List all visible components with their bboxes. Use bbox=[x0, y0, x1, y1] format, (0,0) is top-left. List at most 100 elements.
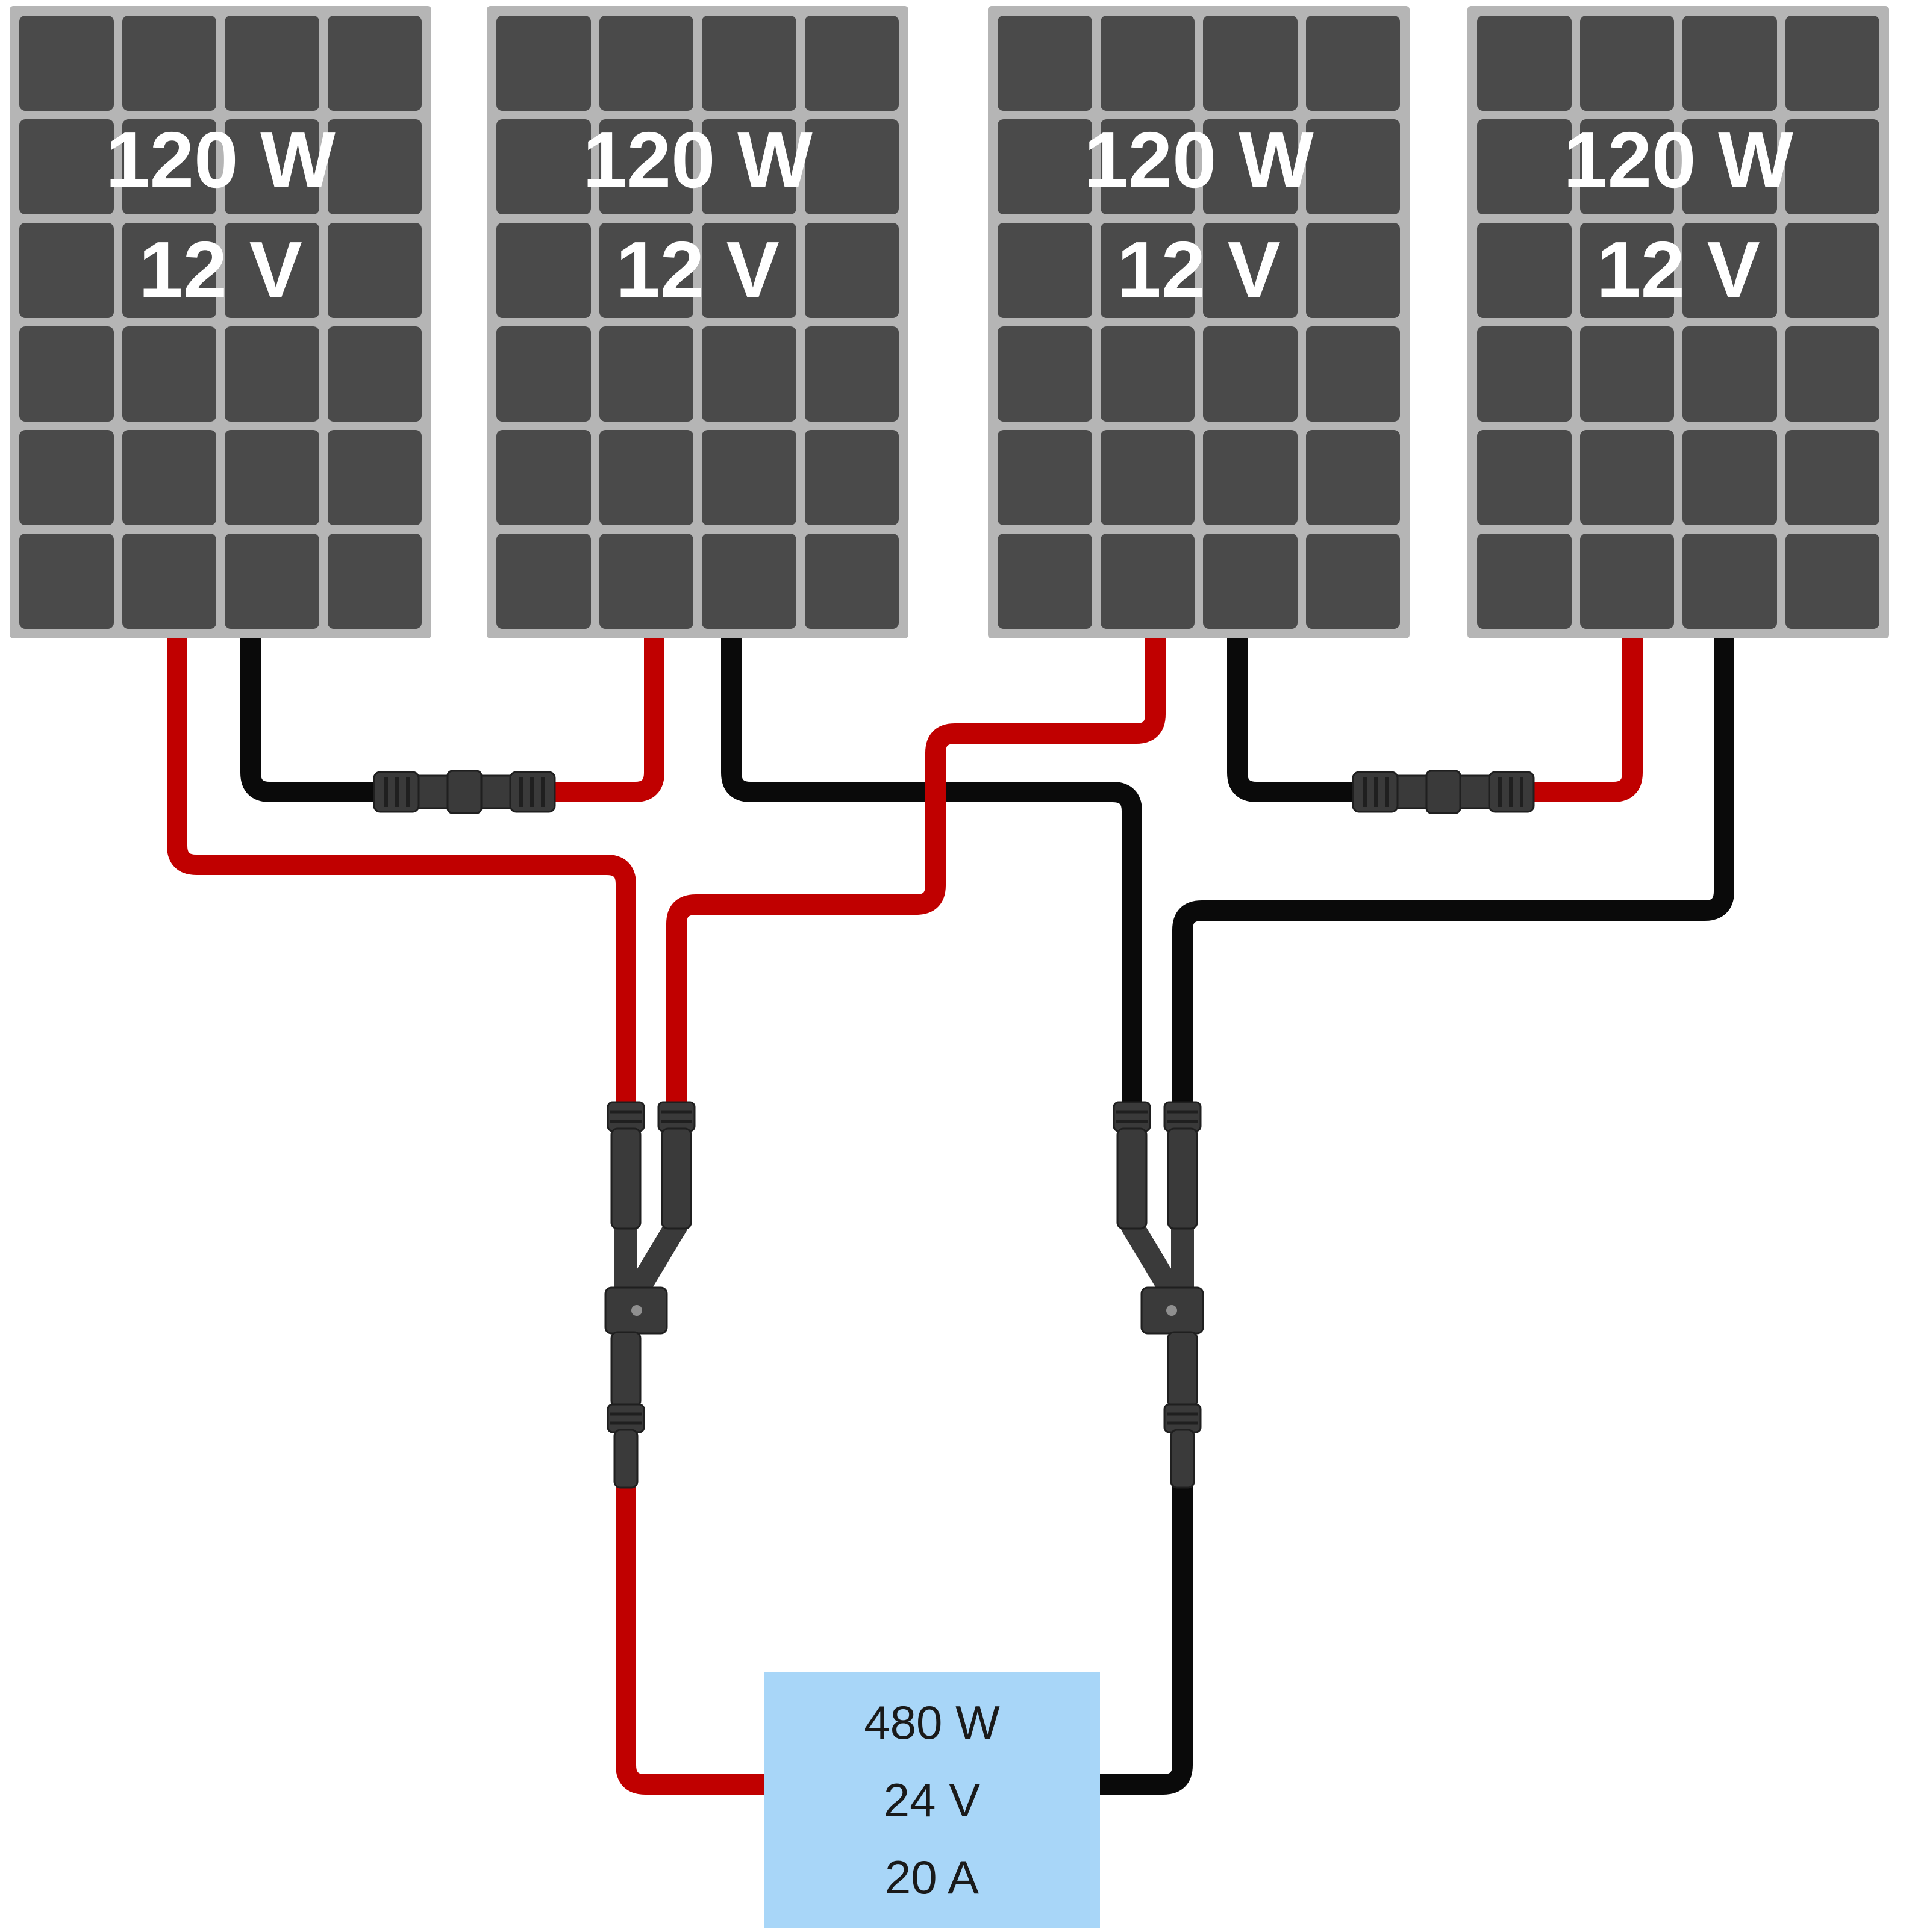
panel-cell bbox=[804, 534, 899, 629]
panel-cell bbox=[599, 430, 693, 525]
panel-cell bbox=[1203, 119, 1298, 214]
panel-cell bbox=[19, 16, 114, 111]
panel-cell bbox=[599, 534, 693, 629]
panel-cell bbox=[122, 430, 216, 525]
panel-cell bbox=[1785, 119, 1879, 214]
panel-cell bbox=[122, 326, 216, 422]
panel-cell bbox=[1100, 119, 1195, 214]
panel-cell bbox=[225, 534, 319, 629]
wire-positive-to-controller bbox=[616, 1469, 765, 1795]
solar-panel-1: 120 W 12 V bbox=[10, 6, 431, 638]
panel-cell bbox=[1682, 326, 1777, 422]
mc4-inline-connector-right bbox=[1353, 771, 1534, 813]
panel-cell bbox=[19, 534, 114, 629]
wire-panel4-positive-series bbox=[1500, 631, 1643, 802]
panel-cell bbox=[496, 326, 591, 422]
panel-cell bbox=[1579, 223, 1674, 318]
solar-panel-2: 120 W 12 V bbox=[487, 6, 908, 638]
panel-cell bbox=[1682, 119, 1777, 214]
panel-cell bbox=[1682, 534, 1777, 629]
panel-cell bbox=[1785, 223, 1879, 318]
panel-cell bbox=[225, 430, 319, 525]
panel-cell bbox=[1305, 223, 1400, 318]
panel-cell bbox=[19, 326, 114, 422]
panel-cell bbox=[702, 119, 796, 214]
solar-panel-4: 120 W 12 V bbox=[1467, 6, 1889, 638]
y-branch-connector-positive bbox=[605, 1102, 695, 1488]
panel-cell bbox=[1682, 430, 1777, 525]
panel-cell bbox=[702, 430, 796, 525]
panel-cell bbox=[599, 223, 693, 318]
panel-cell bbox=[1682, 16, 1777, 111]
panel-cell bbox=[122, 119, 216, 214]
wire-panel4-negative bbox=[1172, 631, 1734, 1120]
panel-cell-grid bbox=[1467, 6, 1889, 638]
panel-cell bbox=[225, 119, 319, 214]
panel-cell bbox=[496, 119, 591, 214]
wire-panel1-positive bbox=[167, 631, 636, 1120]
panel-cell bbox=[496, 430, 591, 525]
panel-cell bbox=[1305, 430, 1400, 525]
wire-panel3-negative-series bbox=[1227, 631, 1392, 802]
panel-cell bbox=[1305, 534, 1400, 629]
panel-cell bbox=[998, 326, 1092, 422]
panel-cell bbox=[1477, 326, 1572, 422]
mc4-inline-connector-left bbox=[374, 771, 555, 813]
charge-controller: 480 W 24 V 20 A bbox=[764, 1672, 1100, 1928]
solar-panel-3: 120 W 12 V bbox=[988, 6, 1410, 638]
panel-cell bbox=[496, 223, 591, 318]
wire-negative-to-controller bbox=[1100, 1469, 1193, 1795]
panel-cell bbox=[599, 16, 693, 111]
panel-cell bbox=[1305, 326, 1400, 422]
panel-cell-grid bbox=[10, 6, 431, 638]
panel-cell bbox=[1477, 534, 1572, 629]
panel-cell bbox=[1203, 223, 1298, 318]
panel-cell bbox=[702, 223, 796, 318]
panel-cell bbox=[327, 119, 422, 214]
panel-cell bbox=[804, 223, 899, 318]
panel-cell bbox=[1477, 223, 1572, 318]
controller-power: 480 W bbox=[864, 1695, 1000, 1749]
panel-cell bbox=[19, 223, 114, 318]
panel-cell bbox=[1785, 16, 1879, 111]
panel-cell bbox=[1100, 16, 1195, 111]
panel-cell bbox=[327, 430, 422, 525]
panel-cell bbox=[599, 119, 693, 214]
panel-cell bbox=[1477, 16, 1572, 111]
panel-cell bbox=[225, 326, 319, 422]
panel-cell bbox=[122, 534, 216, 629]
panel-cell bbox=[122, 16, 216, 111]
panel-cell bbox=[998, 223, 1092, 318]
panel-cell bbox=[19, 430, 114, 525]
panel-cell bbox=[1203, 16, 1298, 111]
panel-cell bbox=[19, 119, 114, 214]
panel-cell bbox=[1100, 223, 1195, 318]
panel-cell bbox=[1100, 326, 1195, 422]
panel-cell bbox=[804, 119, 899, 214]
panel-cell bbox=[496, 16, 591, 111]
panel-cell bbox=[702, 326, 796, 422]
panel-cell bbox=[1477, 119, 1572, 214]
controller-voltage: 24 V bbox=[883, 1773, 981, 1827]
panel-cell-grid bbox=[487, 6, 908, 638]
panel-cell bbox=[1203, 326, 1298, 422]
panel-cell bbox=[1305, 16, 1400, 111]
panel-cell bbox=[496, 534, 591, 629]
panel-cell bbox=[998, 119, 1092, 214]
panel-cell bbox=[998, 430, 1092, 525]
panel-cell bbox=[1579, 16, 1674, 111]
controller-current: 20 A bbox=[884, 1851, 979, 1904]
panel-cell bbox=[998, 16, 1092, 111]
panel-cell bbox=[1100, 534, 1195, 629]
panel-cell bbox=[225, 16, 319, 111]
panel-cell bbox=[327, 223, 422, 318]
wire-panel2-positive-series bbox=[513, 631, 664, 802]
panel-cell bbox=[998, 534, 1092, 629]
panel-cell bbox=[1477, 430, 1572, 525]
y-branch-connector-negative bbox=[1114, 1102, 1203, 1488]
panel-cell bbox=[1579, 326, 1674, 422]
panel-cell bbox=[1579, 534, 1674, 629]
panel-cell bbox=[122, 223, 216, 318]
